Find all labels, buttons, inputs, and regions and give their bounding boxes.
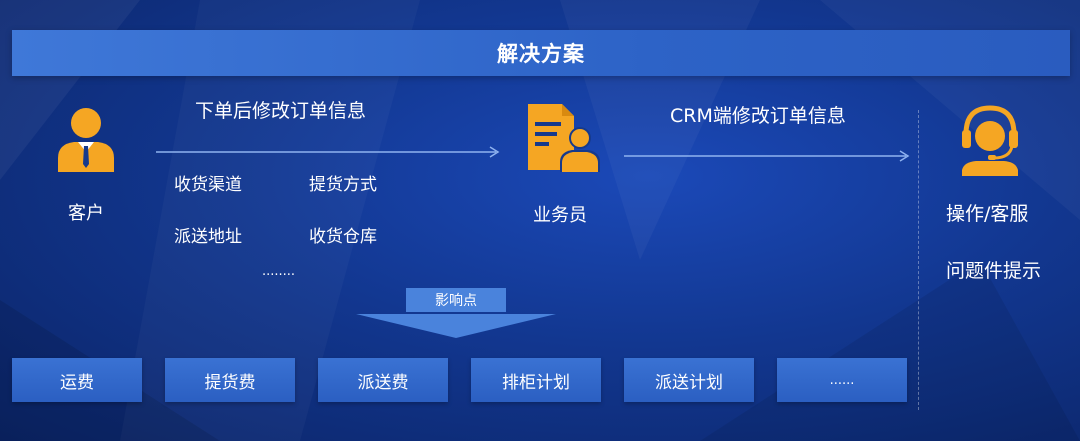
- impact-item-label: 提货费: [204, 372, 256, 393]
- impact-item-label: 运费: [60, 372, 94, 393]
- salesperson-label: 业务员: [533, 205, 587, 226]
- flow1-title: 下单后修改订单信息: [195, 100, 367, 122]
- impact-item-freight: 运费: [12, 358, 142, 402]
- service-icon: [962, 105, 1018, 176]
- impact-tab: 影响点: [406, 288, 506, 312]
- flow1-item-address: 派送地址: [174, 227, 242, 247]
- flow2-title: CRM端修改订单信息: [670, 105, 846, 127]
- flow1-item-channel: 收货渠道: [174, 175, 242, 195]
- impact-item-label: 排柜计划: [502, 372, 570, 393]
- flow1-arrow: [156, 146, 500, 158]
- solution-banner: 解决方案: [12, 30, 1070, 76]
- impact-item-more: ......: [777, 358, 907, 402]
- impact-item-label: 派送费: [357, 372, 409, 393]
- impact-down-arrow: [356, 314, 556, 338]
- customer-icon: [58, 108, 114, 172]
- impact-label: 影响点: [435, 293, 477, 309]
- banner-title: 解决方案: [497, 42, 585, 66]
- impact-item-label: 派送计划: [655, 372, 723, 393]
- flow1-item-warehouse: 收货仓库: [309, 227, 377, 247]
- salesperson-icon: [528, 104, 600, 172]
- impact-item-delivery-plan: 派送计划: [624, 358, 754, 402]
- impact-list: 运费 提货费 派送费 排柜计划 派送计划 ......: [12, 358, 912, 402]
- impact-item-delivery-fee: 派送费: [318, 358, 448, 402]
- impact-item-container-plan: 排柜计划: [471, 358, 601, 402]
- impact-item-label: ......: [829, 372, 855, 388]
- impact-item-pickup-fee: 提货费: [165, 358, 295, 402]
- service-label: 操作/客服: [946, 203, 1029, 225]
- flow2-arrow: [624, 150, 910, 162]
- flow1-more: ........: [262, 264, 296, 279]
- section-divider: [918, 110, 919, 410]
- customer-label: 客户: [68, 203, 104, 224]
- flow1-item-pickup: 提货方式: [309, 175, 377, 195]
- service-subtitle: 问题件提示: [946, 260, 1042, 282]
